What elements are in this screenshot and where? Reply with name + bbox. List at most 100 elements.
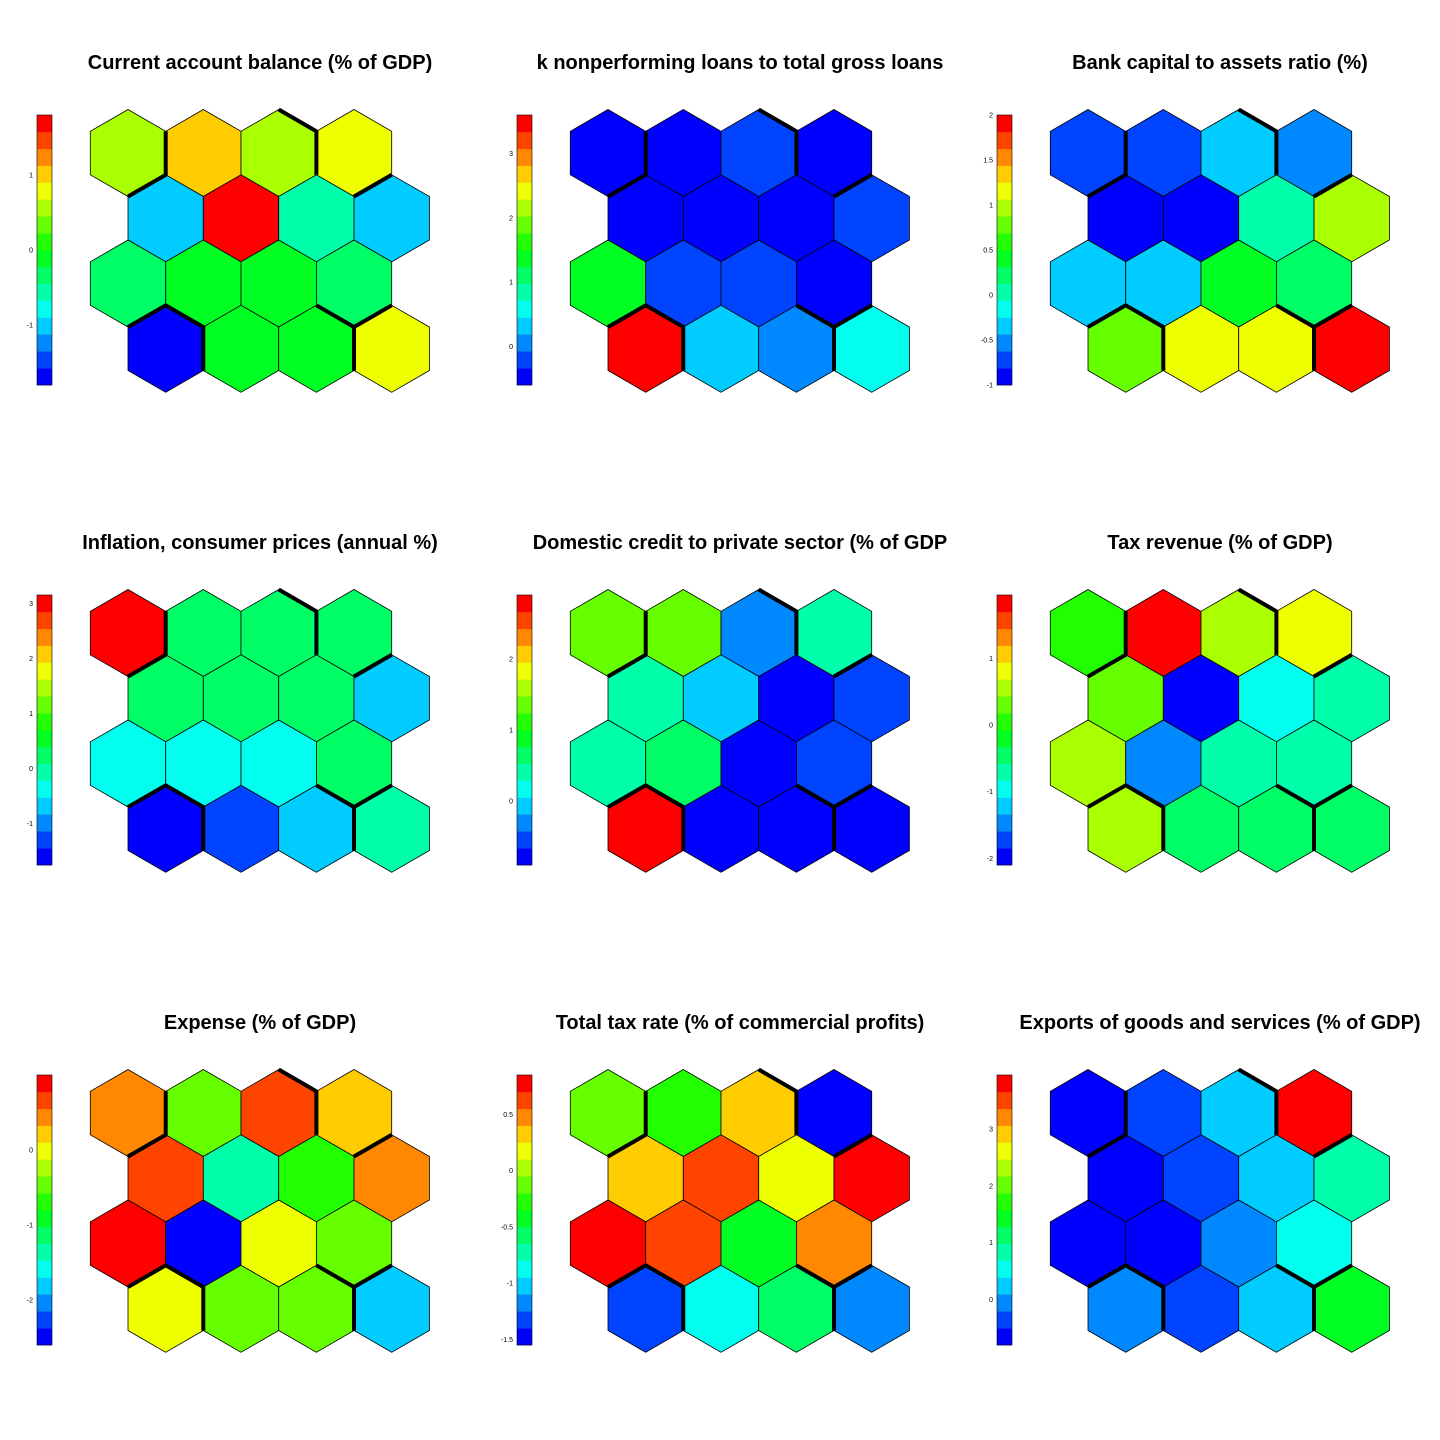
color-scale-segment	[37, 611, 52, 630]
color-scale-segment	[517, 1125, 532, 1143]
color-scale-segment	[997, 148, 1012, 166]
cluster-boundary	[1087, 1263, 1166, 1331]
color-scale-segment	[37, 182, 52, 200]
color-scale-frame	[996, 114, 1013, 386]
color-scale-segment	[997, 1125, 1012, 1143]
color-scale-tick-label: 0.5	[503, 1112, 513, 1119]
color-scale-segment	[37, 1193, 52, 1211]
color-scale-segment	[37, 595, 52, 613]
color-scale-segment	[517, 199, 532, 217]
color-scale-segment	[997, 199, 1012, 217]
color-scale-tick-label: 3	[509, 151, 513, 158]
cluster-boundary	[607, 611, 648, 679]
color-scale-segment	[997, 780, 1012, 798]
color-scale-segment	[997, 250, 1012, 268]
color-scale-segment	[517, 611, 532, 630]
color-scale-segment	[997, 1108, 1012, 1126]
cluster-boundary	[353, 303, 393, 329]
color-scale-segment	[37, 131, 52, 150]
color-scale-segment	[517, 317, 532, 335]
heatmap-svg: Expense (% of GDP)-2-10	[27, 1012, 430, 1353]
color-scale-segment	[997, 1210, 1012, 1228]
color-scale-tick-label: 0	[509, 799, 513, 806]
color-scale-tick-label: 0	[989, 1297, 993, 1304]
color-scale-segment	[997, 1260, 1012, 1278]
color-scale-tick-label: -2	[27, 1298, 33, 1305]
color-scale-segment	[37, 250, 52, 268]
color-scale-frame	[516, 1074, 533, 1346]
color-scale-segment	[517, 1294, 532, 1312]
cluster-boundary	[1313, 783, 1353, 809]
cluster-boundary	[833, 1133, 873, 1159]
color-scale-segment	[37, 645, 52, 663]
color-scale-segment	[517, 1277, 532, 1295]
color-scale-segment	[517, 1210, 532, 1228]
heatmap-svg: Exports of goods and services (% of GDP)…	[989, 1012, 1421, 1353]
color-scale-segment	[517, 628, 532, 646]
color-scale-segment	[37, 763, 52, 781]
color-scale-segment	[517, 148, 532, 166]
color-scale-segment	[37, 1311, 52, 1329]
color-scale-segment	[997, 628, 1012, 646]
color-scale-segment	[37, 199, 52, 217]
color-scale-segment	[37, 165, 52, 183]
heatmap-svg: Domestic credit to private sector (% of …	[509, 532, 948, 873]
color-scale-segment	[517, 746, 532, 765]
color-scale-tick-label: 2	[29, 656, 33, 663]
color-scale-tick-label: -0.5	[501, 1224, 513, 1231]
color-scale-segment	[37, 679, 52, 697]
color-scale-segment	[37, 1277, 52, 1295]
color-scale-segment	[517, 645, 532, 663]
color-scale-segment	[997, 814, 1012, 832]
color-scale-segment	[997, 696, 1012, 714]
color-scale-tick-label: 2	[989, 113, 993, 120]
cluster-boundary	[1313, 173, 1353, 199]
color-scale-segment	[517, 763, 532, 781]
cluster-boundary	[833, 653, 873, 679]
color-scale-tick-label: 0	[509, 344, 513, 351]
chart-title: Domestic credit to private sector (% of …	[533, 532, 948, 554]
cluster-boundary	[127, 611, 168, 679]
color-scale-segment	[37, 317, 52, 335]
color-scale-segment	[37, 1226, 52, 1245]
chart-title: Tax revenue (% of GDP)	[1107, 532, 1332, 554]
color-scale-segment	[517, 1311, 532, 1329]
color-scale-segment	[997, 595, 1012, 613]
color-scale-segment	[37, 334, 52, 352]
cluster-boundary	[353, 173, 393, 199]
color-scale-segment	[517, 1226, 532, 1245]
color-scale-segment	[997, 233, 1012, 251]
color-scale-frame	[996, 594, 1013, 866]
cluster-boundary	[757, 107, 799, 175]
chart-title: Current account balance (% of GDP)	[88, 52, 433, 74]
color-scale-segment	[997, 713, 1012, 731]
color-scale-segment	[997, 115, 1012, 133]
color-scale-segment	[37, 1210, 52, 1228]
color-scale-segment	[997, 351, 1012, 369]
color-scale-segment	[517, 368, 532, 386]
color-scale-segment	[37, 1125, 52, 1143]
color-scale-segment	[37, 662, 52, 680]
color-scale-segment	[997, 1226, 1012, 1245]
color-scale-segment	[517, 780, 532, 798]
color-scale-tick-label: -1	[27, 1223, 33, 1230]
color-scale-segment	[517, 165, 532, 183]
color-scale-segment	[997, 266, 1012, 285]
color-scale-segment	[517, 283, 532, 301]
color-scale-segment	[517, 1176, 532, 1194]
heatmap-panel: Domestic credit to private sector (% of …	[480, 480, 960, 960]
cluster-boundary	[1313, 303, 1353, 329]
cluster-boundary	[607, 131, 648, 199]
color-scale-segment	[517, 797, 532, 815]
color-scale-segment	[517, 831, 532, 849]
color-scale-tick-label: 0	[509, 1168, 513, 1175]
color-scale-segment	[997, 1243, 1012, 1261]
cluster-boundary	[833, 1263, 873, 1289]
heatmap-svg: Bank capital to assets ratio (%)-1-0.500…	[981, 52, 1390, 393]
color-scale-segment	[997, 1277, 1012, 1295]
chart-title: Inflation, consumer prices (annual %)	[82, 532, 438, 554]
color-scale-segment	[517, 250, 532, 268]
color-scale-segment	[517, 266, 532, 285]
cluster-boundary	[607, 1263, 686, 1331]
